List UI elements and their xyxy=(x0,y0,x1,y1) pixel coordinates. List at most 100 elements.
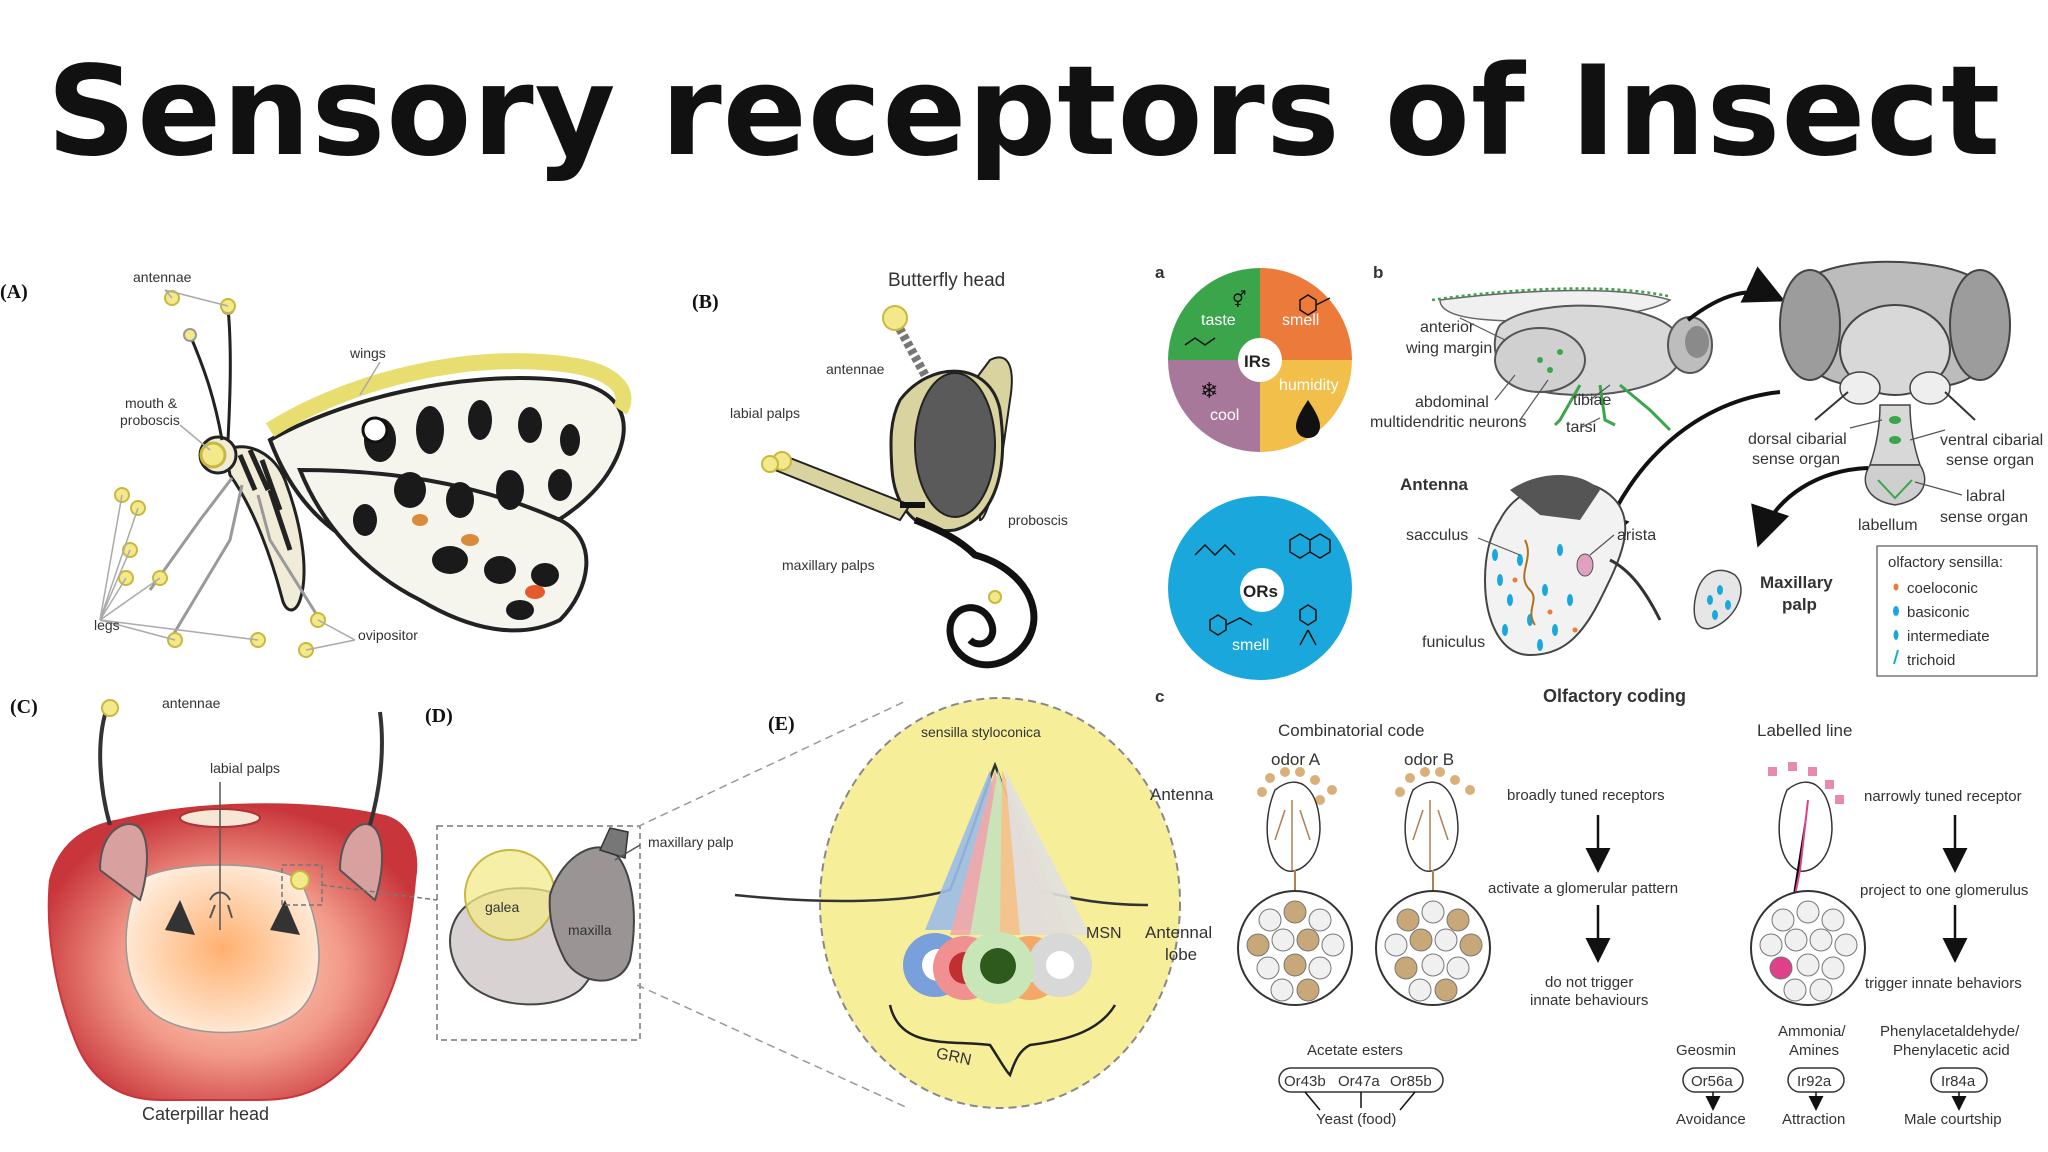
label-humidity: humidity xyxy=(1279,377,1339,394)
label-trigger: trigger innate behaviors xyxy=(1865,975,2022,992)
wing-eyespot xyxy=(361,416,389,444)
label-wing-margin: wing margin xyxy=(1405,340,1492,357)
fig-a-receptor-wheels: a IRs taste smell humidity cool ❄ ⚥ ORs … xyxy=(1155,263,1352,680)
label-lobe: lobe xyxy=(1165,945,1197,964)
label-activate: activate a glomerular pattern xyxy=(1488,880,1678,897)
water-drop-icon xyxy=(1296,400,1320,438)
label-donot2: innate behaviours xyxy=(1530,992,1648,1009)
panel-a-letter: (A) xyxy=(0,281,28,303)
label-or47a: Or47a xyxy=(1338,1073,1380,1090)
legend-item-coeloconic: coeloconic xyxy=(1907,580,1978,597)
label-combinatorial: Combinatorial code xyxy=(1278,721,1424,740)
fig-a-letter: a xyxy=(1155,263,1165,282)
page-title: Sensory receptors of Insect xyxy=(46,40,2002,184)
zoom-box xyxy=(436,825,641,1041)
label-funiculus: funiculus xyxy=(1422,634,1485,651)
label-ammonia1: Ammonia/ xyxy=(1778,1023,1846,1040)
legend-item-trichoid: trichoid xyxy=(1907,652,1955,669)
panel-b-letter: (B) xyxy=(692,291,719,313)
panel-b-title: Butterfly head xyxy=(888,270,1005,291)
label-avoidance: Avoidance xyxy=(1676,1111,1746,1128)
label-irs: IRs xyxy=(1244,352,1270,371)
label-phenyl2: Phenylacetic acid xyxy=(1893,1042,2010,1059)
butterfly-antenna-right xyxy=(226,307,232,441)
label-dorsal2: sense organ xyxy=(1752,451,1840,468)
panel-a-butterfly: (A) xyxy=(0,269,632,658)
legend-item-basiconic: basiconic xyxy=(1907,604,1970,621)
label-ventral1: ventral cibarial xyxy=(1940,432,2043,449)
label-labelled: Labelled line xyxy=(1757,721,1852,740)
label-taste: taste xyxy=(1201,312,1236,329)
fig-c-olfactory-coding: c Olfactory coding Combinatorial code La… xyxy=(1145,686,2028,1128)
proboscis-coil xyxy=(913,516,1038,669)
label-or85b: Or85b xyxy=(1390,1073,1432,1090)
label-ors-smell: smell xyxy=(1232,637,1269,654)
panel-d-letter: (D) xyxy=(425,705,453,727)
label-acetate: Acetate esters xyxy=(1307,1042,1403,1059)
label-b-maxillary-palps: maxillary palps xyxy=(782,557,875,573)
label-ir84a: Ir84a xyxy=(1941,1073,1976,1090)
label-odor-a: odor A xyxy=(1271,750,1321,769)
label-project: project to one glomerulus xyxy=(1860,882,2028,899)
maxillary-palp-shape xyxy=(1693,569,1742,630)
label-or43b: Or43b xyxy=(1284,1073,1326,1090)
label-c-antennae: antennae xyxy=(162,695,221,711)
label-mouth: mouth & xyxy=(125,395,178,411)
panel-c-letter: (C) xyxy=(10,696,38,718)
label-legs: legs xyxy=(94,617,120,633)
label-antennae: antennae xyxy=(133,269,192,285)
panel-e-sensilla: (E) sensilla styloconica MSN GRN xyxy=(636,697,1181,1109)
labellum xyxy=(1864,464,1926,506)
label-odor-b: odor B xyxy=(1404,750,1454,769)
label-abdominal: abdominal xyxy=(1415,394,1489,411)
label-narrow: narrowly tuned receptor xyxy=(1864,788,2022,805)
label-courtship: Male courtship xyxy=(1904,1111,2002,1128)
label-b-proboscis: proboscis xyxy=(1008,512,1068,528)
caterpillar-face xyxy=(125,864,320,1034)
label-sensilla: sensilla styloconica xyxy=(921,724,1041,740)
label-labellum: labellum xyxy=(1858,517,1918,534)
wedge-taste xyxy=(1168,268,1260,360)
wing-pattern xyxy=(353,400,580,620)
panel-d-maxilla: (D) maxillary palp galea maxilla xyxy=(425,705,734,1041)
label-cool: cool xyxy=(1210,407,1239,424)
odor-a-diagram xyxy=(1237,767,1353,1006)
label-galea: galea xyxy=(485,899,519,915)
label-broad: broadly tuned receptors xyxy=(1507,787,1665,804)
label-antennal: Antennal xyxy=(1145,923,1212,942)
label-d-maxillary-palp: maxillary palp xyxy=(648,834,734,850)
label-multidendritic: multidendritic neurons xyxy=(1370,414,1527,431)
label-dorsal1: dorsal cibarial xyxy=(1748,431,1847,448)
label-tibiae: tibiae xyxy=(1573,392,1611,409)
label-c-antenna: Antenna xyxy=(1150,785,1214,804)
label-ir92a: Ir92a xyxy=(1797,1073,1832,1090)
labelled-line-diagram xyxy=(1750,762,1866,1006)
wedge-cool xyxy=(1168,360,1260,452)
compound-eye xyxy=(914,372,996,518)
panel-e-letter: (E) xyxy=(768,713,795,735)
label-anterior: anterior xyxy=(1420,319,1475,336)
label-sacculus: sacculus xyxy=(1406,527,1468,544)
butterfly-body xyxy=(223,445,306,612)
maxilla-body xyxy=(548,846,635,982)
fig-b-letter: b xyxy=(1373,263,1383,282)
label-geosmin: Geosmin xyxy=(1676,1042,1736,1059)
wing-leading-edge xyxy=(265,353,632,437)
panel-c-caterpillar-head: (C) antennae labial palps Caterpillar he… xyxy=(10,695,438,1124)
label-phenyl1: Phenylacetaldehyde/ xyxy=(1880,1023,2020,1040)
label-b-labial-palps: labial palps xyxy=(730,405,800,421)
fig-c-letter: c xyxy=(1155,687,1164,706)
label-msn: MSN xyxy=(1086,925,1122,942)
label-arista: arista xyxy=(1617,527,1656,544)
label-wings: wings xyxy=(349,345,386,361)
label-antenna-heading: Antenna xyxy=(1400,475,1469,494)
label-proboscis: proboscis xyxy=(120,412,180,428)
label-ors: ORs xyxy=(1243,582,1278,601)
label-or56a: Or56a xyxy=(1691,1073,1733,1090)
fig-b-drosophila: b anterior wing margin abdominal multide… xyxy=(1370,260,2043,677)
neuron-grey xyxy=(1005,770,1090,935)
label-ovipositor: ovipositor xyxy=(358,627,418,643)
gender-icon: ⚥ xyxy=(1232,290,1246,309)
olfactory-sensilla-legend xyxy=(1876,545,2038,677)
